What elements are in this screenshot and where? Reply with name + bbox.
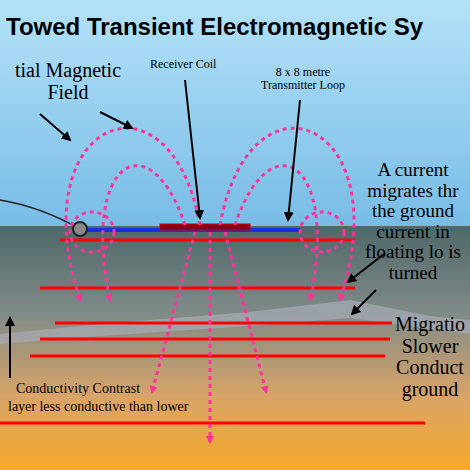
migration-note: Migratio Slower Conduct ground	[394, 314, 466, 400]
current-note: A current migrates thr the ground curren…	[360, 160, 466, 283]
contrast-label: Conductivity Contrast	[16, 381, 140, 396]
coil-label: Receiver Coil	[150, 58, 216, 71]
slide-title: Towed Transient Electromagnetic Sy	[6, 14, 423, 40]
float	[73, 222, 87, 236]
pointer-arrows	[10, 80, 384, 378]
field-label: tial Magnetic Field	[4, 60, 132, 103]
contrast-note: layer less conductive than lower	[8, 399, 188, 414]
current-lines	[0, 240, 425, 423]
loop-label: 8 x 8 metre Transmitter Loop	[252, 66, 354, 92]
